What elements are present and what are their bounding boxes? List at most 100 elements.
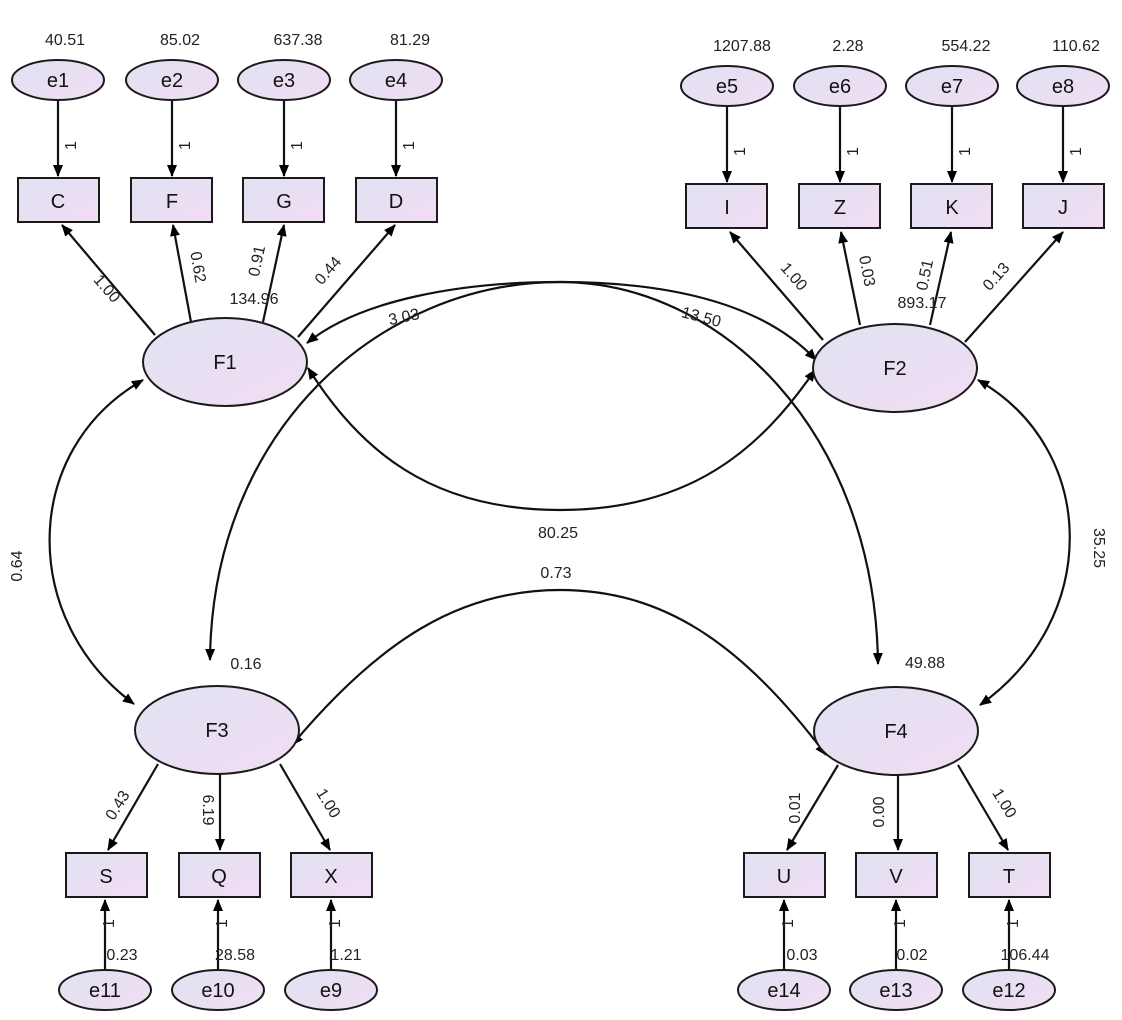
error-term-e2 xyxy=(125,59,219,101)
factor-variance-f2: 893.17 xyxy=(898,295,947,312)
factor-variance-f4: 49.88 xyxy=(905,655,945,672)
indicator-s xyxy=(65,852,148,898)
covariance-paths xyxy=(48,280,1071,756)
error-variances-bottom: 0.23 28.58 1.21 0.03 0.02 106.44 1 1 1 1… xyxy=(101,919,1050,964)
error-term-label: e8 xyxy=(1052,76,1074,98)
covariance-label-f2-f4: 35.25 xyxy=(1090,528,1107,568)
loading-labels-bottom: 0.43 6.19 1.00 0.01 0.00 1.00 xyxy=(103,786,1020,828)
error-path-label: 1 xyxy=(732,147,749,156)
error-variance: 106.44 xyxy=(1001,947,1050,964)
error-term-label: e11 xyxy=(89,980,121,1002)
indicator-label: F xyxy=(166,191,178,213)
indicator-f xyxy=(130,177,213,223)
error-term-label: e14 xyxy=(767,980,800,1002)
error-term-e6 xyxy=(793,65,887,107)
loading-path-f1-g xyxy=(261,224,287,323)
covariance-path-f2-f3 xyxy=(205,280,817,661)
error-paths xyxy=(53,100,1068,970)
loading-labels-top: 1.00 0.62 0.91 0.44 1.00 0.03 0.51 0.13 xyxy=(90,244,1014,306)
error-variance: 0.23 xyxy=(106,947,137,964)
latent-factor-f2 xyxy=(812,323,978,413)
error-term-e5 xyxy=(680,65,774,107)
latent-factors: F1 F2 F3 F4 xyxy=(134,317,979,776)
error-term-label: e4 xyxy=(385,70,407,92)
error-term-e8 xyxy=(1016,65,1110,107)
error-path-label: 1 xyxy=(289,141,306,150)
error-terms-top: e1 e2 e3 e4 e5 e6 e7 e8 xyxy=(11,59,1110,107)
covariance-labels: 80.25 0.64 13.50 3.03 35.25 0.73 xyxy=(9,304,1107,582)
covariance-label-f3-f4: 0.73 xyxy=(540,565,571,582)
error-term-e3 xyxy=(237,59,331,101)
indicator-label: C xyxy=(51,191,65,213)
loading-label: 0.91 xyxy=(246,244,269,278)
covariance-label-f1-f3: 0.64 xyxy=(9,550,26,581)
error-term-e10 xyxy=(171,969,265,1011)
covariance-path-f3-f4 xyxy=(291,588,827,756)
error-path-label: 1 xyxy=(401,141,418,150)
loading-label: 0.44 xyxy=(312,254,345,289)
indicator-label: X xyxy=(324,866,337,888)
factor-variance-f3: 0.16 xyxy=(230,656,261,673)
error-variance: 40.51 xyxy=(45,32,85,49)
factor-variances: 134.96 893.17 0.16 49.88 xyxy=(230,291,947,673)
loading-path-f3-x xyxy=(279,763,331,851)
error-path-label: 1 xyxy=(1068,147,1085,156)
covariance-path-f1-f4 xyxy=(306,280,883,665)
loading-path-f2-j xyxy=(964,231,1064,343)
covariance-label-f1-f2: 80.25 xyxy=(538,525,578,542)
covariance-path-f2-f4 xyxy=(977,379,1071,706)
error-variance: 110.62 xyxy=(1052,38,1100,55)
latent-factor-label: F4 xyxy=(884,721,907,743)
error-path-label: 1 xyxy=(101,919,118,928)
loading-label: 0.00 xyxy=(871,796,888,827)
error-term-label: e13 xyxy=(879,980,912,1002)
indicator-i xyxy=(685,183,768,229)
indicator-label: Z xyxy=(834,197,846,219)
indicator-c xyxy=(17,177,100,223)
indicator-v xyxy=(855,852,938,898)
loading-path-f4-t xyxy=(957,764,1009,851)
error-variance: 2.28 xyxy=(832,38,863,55)
loading-label: 0.01 xyxy=(787,792,804,823)
latent-factor-f1 xyxy=(142,317,308,407)
error-term-label: e6 xyxy=(829,76,851,98)
error-variance: 85.02 xyxy=(160,32,200,49)
loading-label: 1.00 xyxy=(312,786,343,822)
error-term-label: e2 xyxy=(161,70,183,92)
error-variance: 0.03 xyxy=(786,947,817,964)
indicators-bottom: S Q X U V T xyxy=(65,852,1051,898)
indicator-label: U xyxy=(777,866,791,888)
indicator-d xyxy=(355,177,438,223)
loading-label: 1.00 xyxy=(90,272,123,307)
error-variance: 0.02 xyxy=(896,947,927,964)
error-variance: 81.29 xyxy=(390,32,430,49)
error-path-label: 1 xyxy=(845,147,862,156)
error-term-e1 xyxy=(11,59,105,101)
error-path-label: 1 xyxy=(957,147,974,156)
error-variance: 1207.88 xyxy=(713,38,771,55)
error-path-label: 1 xyxy=(177,141,194,150)
error-path-label: 1 xyxy=(327,919,344,928)
error-path-label: 1 xyxy=(892,919,909,928)
indicator-t xyxy=(968,852,1051,898)
error-term-e14 xyxy=(737,969,831,1011)
loading-label: 6.19 xyxy=(199,794,216,825)
loading-path-f2-z xyxy=(838,231,862,326)
indicators-top: C F G D I Z K J xyxy=(17,177,1105,229)
loading-label: 0.43 xyxy=(103,788,134,824)
error-path-label: 1 xyxy=(63,141,80,150)
loading-path-f4-u xyxy=(786,764,839,851)
error-variance: 554.22 xyxy=(942,38,991,55)
error-term-label: e9 xyxy=(320,980,342,1002)
indicator-j xyxy=(1022,183,1105,229)
error-variance: 637.38 xyxy=(274,32,323,49)
factor-variance-f1: 134.96 xyxy=(230,291,279,308)
loading-label: 0.62 xyxy=(186,250,208,284)
covariance-path-f1-f3 xyxy=(48,379,144,705)
loading-label: 1.00 xyxy=(777,260,810,295)
error-term-label: e12 xyxy=(992,980,1025,1002)
loading-paths xyxy=(61,224,1064,851)
error-variance: 1.21 xyxy=(330,947,361,964)
indicator-label: G xyxy=(276,191,292,213)
